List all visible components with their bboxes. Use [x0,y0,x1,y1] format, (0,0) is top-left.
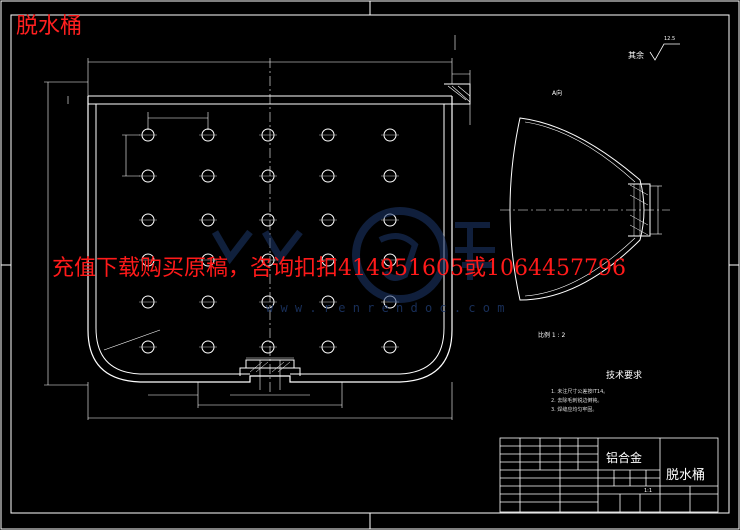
title-block [499,437,719,513]
scale-value: 1:1 [644,488,653,494]
part-name-label: 脱水桶 [666,468,706,483]
roughness-label: 其余 [628,51,644,60]
scale-note: 比例 1 : 2 [538,332,566,339]
view-a-label: A向 [552,90,563,97]
drain-holes [139,128,399,354]
tech-notes-title: 技术要求 [606,371,643,381]
drum-section-view [87,58,471,395]
tech-note-item: 1. 未注尺寸公差按IT14。 [551,389,609,395]
view-a-profile [500,117,670,301]
drawing-corner-title: 脱水桶 [16,14,83,39]
dimension-lines [44,35,471,420]
roughness-value: 12.5 [664,36,676,42]
watermark-banner: 充值下载购买原稿，咨询扣扣414951605或1064457796 [52,256,626,281]
tech-note-item: 2. 去除毛刺锐边倒钝。 [551,398,603,404]
roughness-symbol [649,43,680,61]
tech-note-item: 3. 焊缝应均匀牢固。 [551,407,598,413]
watermark-logo [211,207,495,303]
watermark-url: w w w . r e n r e n d o c . c o m [266,301,504,315]
material-label: 铝合金 [606,451,643,465]
